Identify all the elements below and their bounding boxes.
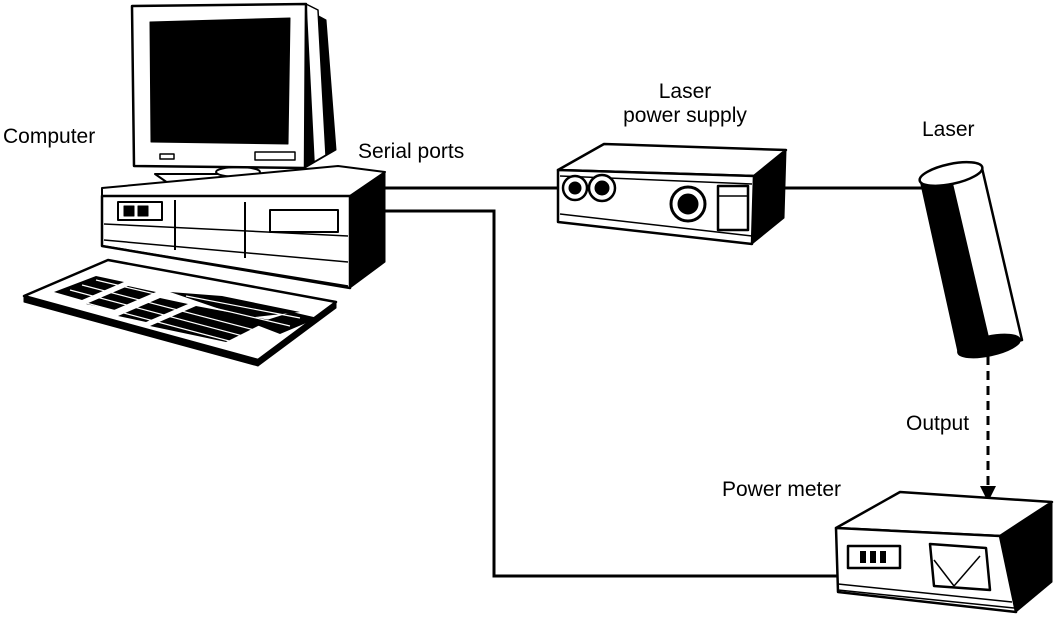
wire-computer-to-power-meter — [385, 209, 838, 578]
power-meter-icon — [834, 490, 1054, 614]
output-label: Output — [906, 412, 970, 435]
computer-label: Computer — [3, 125, 96, 148]
computer-icon — [22, 2, 386, 367]
output-beam-arrow — [980, 356, 996, 502]
laser-power-supply-icon — [556, 142, 788, 246]
laser-power-supply-label-line2: power supply — [623, 104, 747, 127]
laser-tube-icon — [918, 160, 1024, 359]
laser-power-supply-label-line1: Laser — [658, 80, 712, 103]
laser-label: Laser — [922, 118, 975, 141]
serial-ports-label: Serial ports — [358, 140, 465, 163]
laser-power-supply-label: Laser power supply — [600, 80, 770, 128]
power-meter-label: Power meter — [722, 478, 842, 501]
